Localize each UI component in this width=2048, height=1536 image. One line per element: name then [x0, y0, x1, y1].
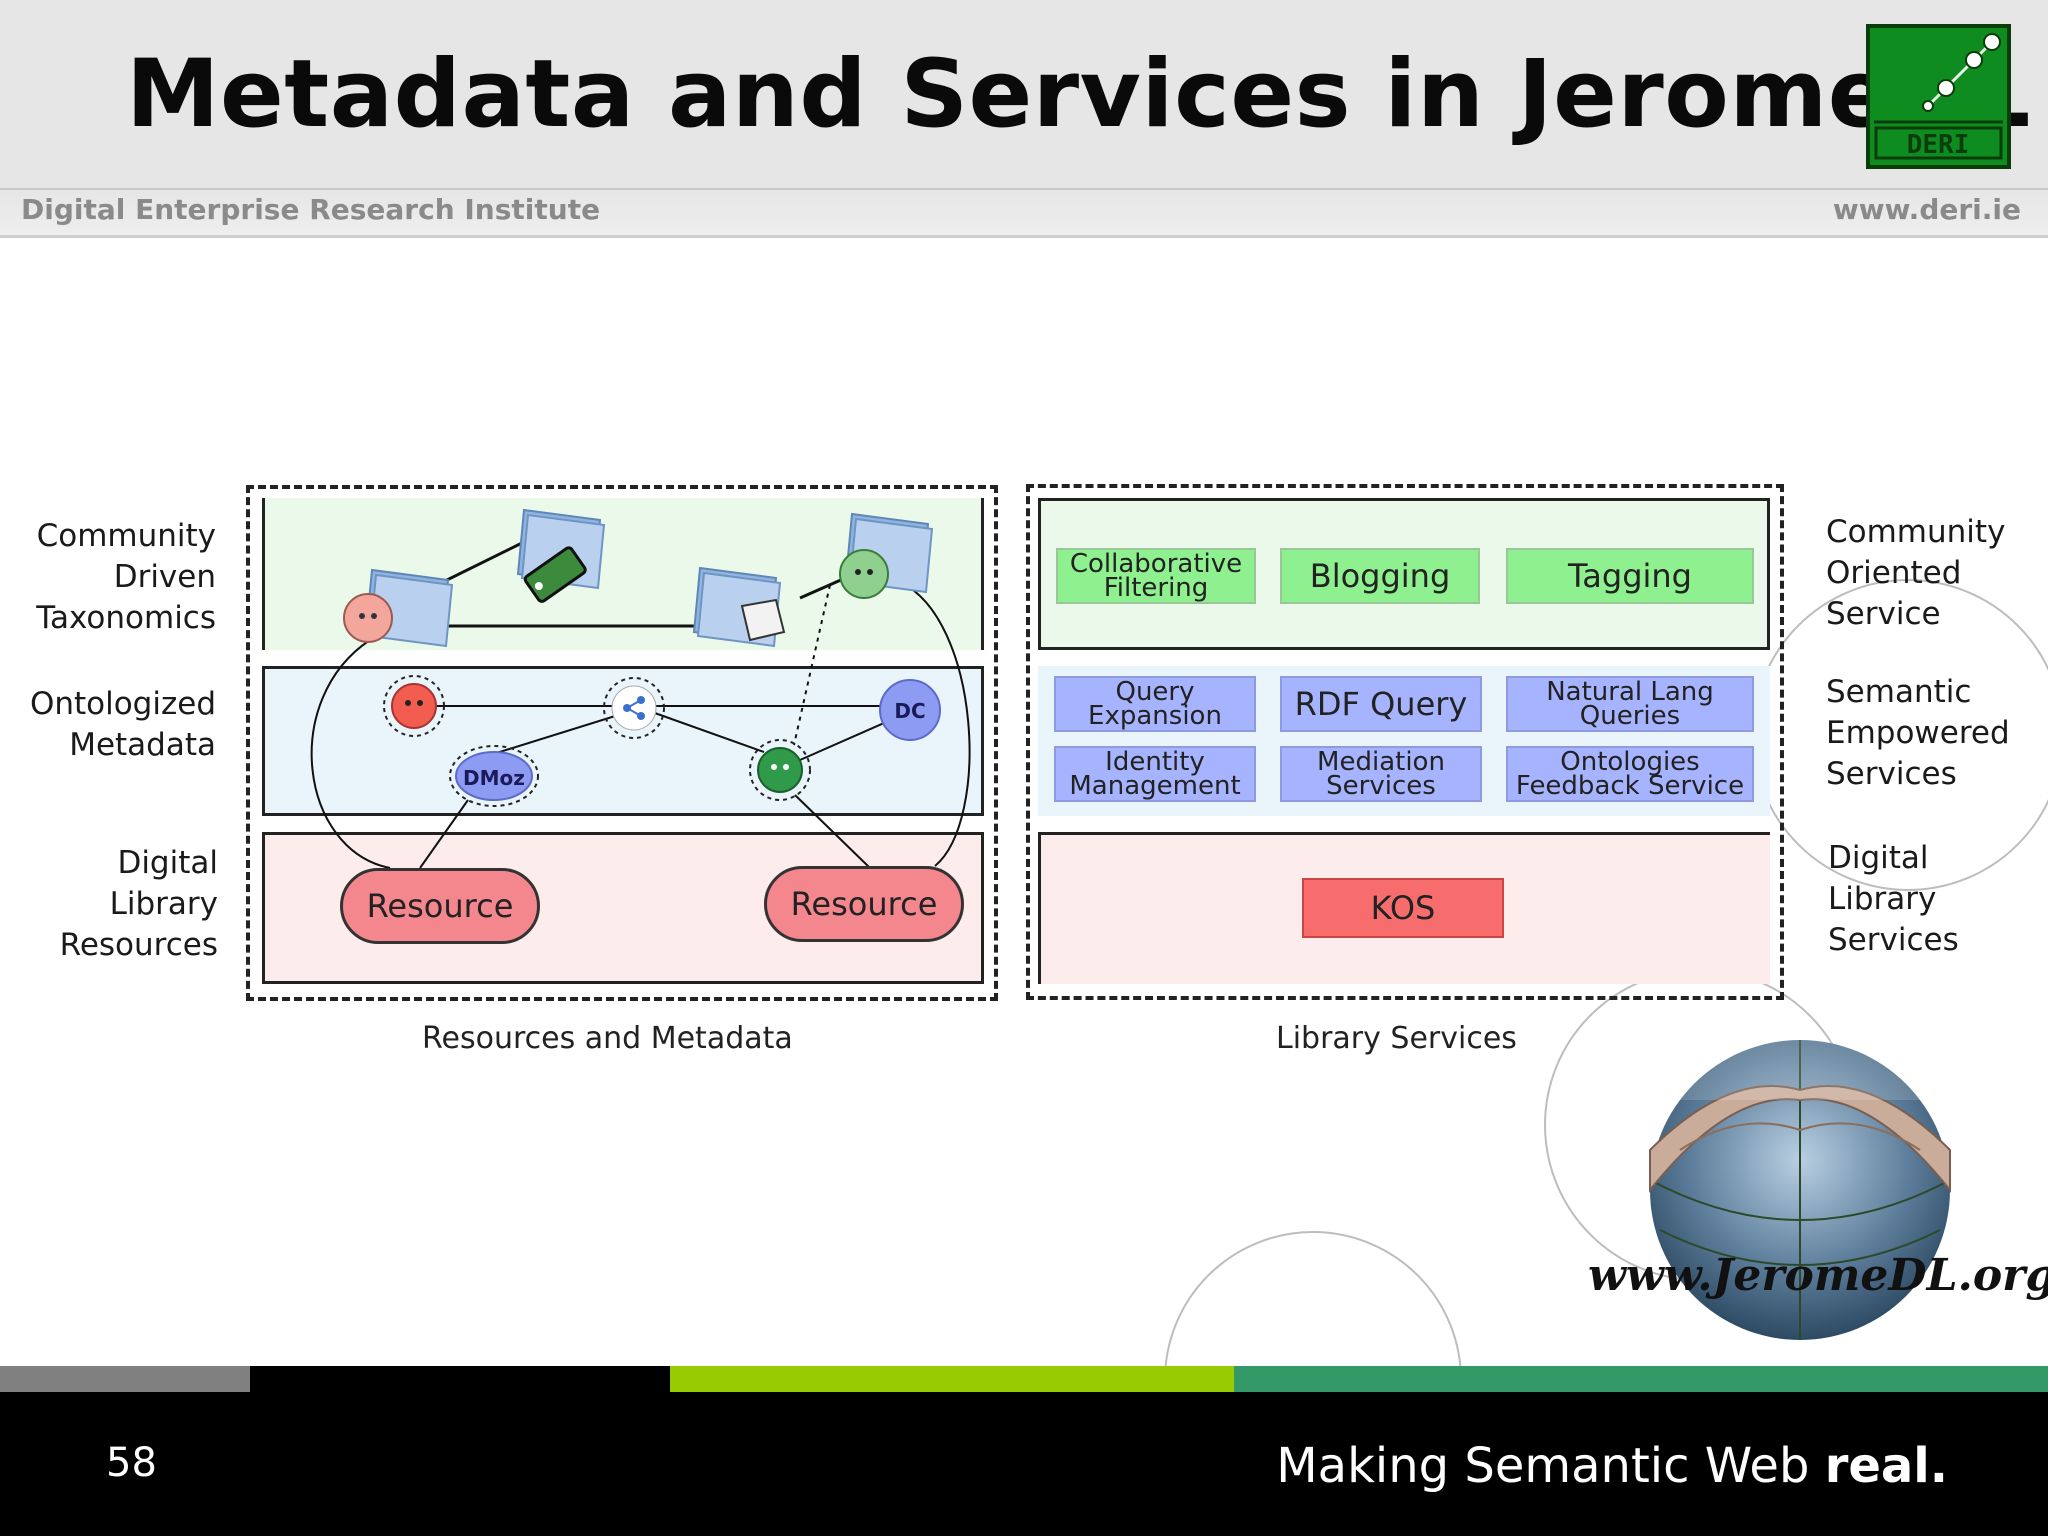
- tagging-box: Tagging: [1506, 548, 1754, 604]
- footer-stripe-gray: [0, 1366, 250, 1392]
- label-digital-library-resources: Digital Library Resources: [59, 845, 218, 963]
- page-number: 58: [106, 1440, 157, 1486]
- label-community-oriented-service: Community Oriented Service: [1826, 514, 2006, 632]
- resource-node-2: Resource: [764, 866, 964, 942]
- website-link[interactable]: www.deri.ie: [1832, 193, 2021, 226]
- institute-bar: [0, 188, 2048, 238]
- footer-stripe-black: [250, 1366, 670, 1392]
- caption-library-services: Library Services: [1276, 1021, 1517, 1056]
- label-community-driven-taxonomies: Community Driven Taxonomics: [36, 518, 216, 636]
- slide-title: Metadata and Services in JeromeDL: [126, 40, 2031, 149]
- svg-text:DERI: DERI: [1907, 130, 1970, 160]
- rdf-query-box: RDF Query: [1280, 676, 1482, 732]
- label-digital-library-services: Digital Library Services: [1828, 840, 1959, 958]
- footer-stripe-teal: [1234, 1366, 2048, 1392]
- label-ontologized-metadata: Ontologized Metadata: [29, 686, 216, 763]
- footer-tagline: Making Semantic Web real.: [1276, 1438, 1948, 1494]
- library-services-frame: [1026, 484, 1784, 1000]
- collaborative-filtering-box: Collaborative Filtering: [1056, 548, 1256, 604]
- kos-box: KOS: [1302, 878, 1504, 938]
- metadata-layer: [262, 666, 984, 816]
- resources-metadata-frame: [246, 485, 998, 1001]
- deri-logo: DERI: [1866, 24, 2011, 169]
- slide-footer: [0, 1392, 2048, 1536]
- institute-name: Digital Enterprise Research Institute: [21, 193, 601, 226]
- label-semantic-empowered-services: Semantic Empowered Services: [1826, 674, 2010, 792]
- jeromedl-url[interactable]: www.JeromeDL.org: [1588, 1250, 2048, 1301]
- taxonomies-layer: [262, 498, 984, 650]
- slide-header: [0, 0, 2048, 188]
- resource-node-1: Resource: [340, 868, 540, 944]
- caption-resources-metadata: Resources and Metadata: [422, 1021, 793, 1056]
- blogging-box: Blogging: [1280, 548, 1480, 604]
- footer-stripe-lime: [670, 1366, 1234, 1392]
